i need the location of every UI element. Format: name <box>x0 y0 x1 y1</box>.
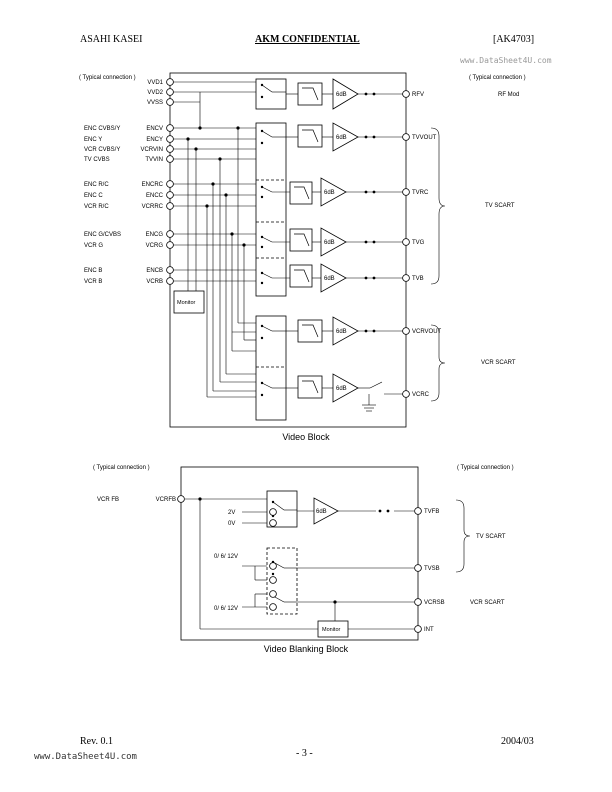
pin-encrc: ENCRC <box>142 182 164 188</box>
pin-rfv: RFV <box>412 92 424 98</box>
pin-encb: ENCB <box>146 268 163 274</box>
rf-mod-label: RF Mod <box>498 92 519 98</box>
video-junctions <box>186 92 376 333</box>
pin-encg: ENCG <box>146 232 164 238</box>
level-0v: 0V <box>228 521 235 527</box>
pin-vcrsb: VCRSB <box>424 600 445 606</box>
blanking-block-title: Video Blanking Block <box>264 644 349 654</box>
pin-vcrfb: VCRFB <box>156 497 176 503</box>
amp-gain-label: 6dB <box>336 386 347 392</box>
amp-gain-label: 6dB <box>336 92 347 98</box>
pin-tvfb: TVFB <box>424 509 439 515</box>
level-2v: 2V <box>228 510 235 516</box>
blanking-tv-scart-label: TV SCART <box>476 534 506 540</box>
amp-gain-label: 6dB <box>324 276 335 282</box>
pin-vvss: VVSS <box>147 100 163 106</box>
pin-tvvin: TVVIN <box>145 157 163 163</box>
ext-input-label: TV CVBS <box>84 157 110 163</box>
pin-tvvout: TVVOUT <box>412 135 437 141</box>
pin-encv: ENCV <box>146 126 163 132</box>
pin-tvsb: TVSB <box>424 566 440 572</box>
pin-encc: ENCC <box>146 193 164 199</box>
pin-vcrc: VCRC <box>412 392 430 398</box>
amp-gain-label: 6dB <box>336 135 347 141</box>
video-block-title: Video Block <box>282 432 330 442</box>
ext-input-label: ENC B <box>84 268 102 274</box>
pin-vcrrc: VCRRC <box>142 204 164 210</box>
header-part-number: [AK4703] <box>493 34 535 45</box>
pin-tvrc: TVRC <box>412 190 429 196</box>
pin-int: INT <box>424 627 434 633</box>
video-typical-right: ( Typical connection ) <box>469 75 526 81</box>
ext-input-label: ENC R/C <box>84 182 109 188</box>
video-chip-outline <box>169 72 407 428</box>
amp-gain-label: 6dB <box>336 329 347 335</box>
watermark-bottom: www.DataSheet4U.com <box>34 752 137 762</box>
ext-input-label: ENC G/CVBS <box>84 232 121 238</box>
footer-page-number: - 3 - <box>296 748 313 759</box>
monitor-label: Monitor <box>177 300 196 306</box>
blanking-typical-right: ( Typical connection ) <box>457 465 514 471</box>
ext-input-label: VCR CVBS/Y <box>84 147 120 153</box>
blanking-monitor-label: Monitor <box>322 627 341 633</box>
tv-scart-label: TV SCART <box>485 203 515 209</box>
watermark-top: www.DataSheet4U.com <box>460 56 552 65</box>
vcr-scart-label: VCR SCART <box>481 360 516 366</box>
pin-vcrvout: VCRVOUT <box>412 329 442 335</box>
ext-input-label: ENC Y <box>84 137 102 143</box>
ext-vcr-fb: VCR FB <box>97 497 119 503</box>
pin-tvb: TVB <box>412 276 424 282</box>
ext-input-label: VCR B <box>84 279 102 285</box>
pin-vcrvin: VCRVIN <box>140 147 163 153</box>
pin-vcrg: VCRG <box>146 243 164 249</box>
pin-tvg: TVG <box>412 240 425 246</box>
video-wiring <box>170 81 446 412</box>
blanking-typical-left: ( Typical connection ) <box>93 465 150 471</box>
pin-vvd2: VVD2 <box>147 90 163 96</box>
level-0-6-12v-a: 0/ 6/ 12V <box>214 554 238 560</box>
pin-vvd1: VVD1 <box>147 80 163 86</box>
ext-input-label: VCR G <box>84 243 103 249</box>
level-0-6-12v-b: 0/ 6/ 12V <box>214 606 238 612</box>
ext-input-label: VCR R/C <box>84 204 109 210</box>
blanking-block <box>180 466 419 641</box>
amp-gain-label: 6dB <box>324 190 335 196</box>
amp-gain-label: 6dB <box>324 240 335 246</box>
header-company: ASAHI KASEI <box>80 34 143 45</box>
video-typical-left: ( Typical connection ) <box>79 75 136 81</box>
blanking-wiring <box>185 498 471 630</box>
footer-date: 2004/03 <box>501 736 534 747</box>
pin-vcrb: VCRB <box>146 279 163 285</box>
blanking-vcr-scart-label: VCR SCART <box>470 600 505 606</box>
pin-ency: ENCY <box>146 137 163 143</box>
video-block <box>169 72 407 428</box>
amp-gain-label: 6dB <box>316 509 327 515</box>
ext-input-label: ENC CVBS/Y <box>84 126 120 132</box>
blanking-chip-outline <box>180 466 419 641</box>
ext-input-label: ENC C <box>84 193 103 199</box>
footer-revision: Rev. 0.1 <box>80 736 113 747</box>
header-confidential: AKM CONFIDENTIAL <box>255 34 360 45</box>
